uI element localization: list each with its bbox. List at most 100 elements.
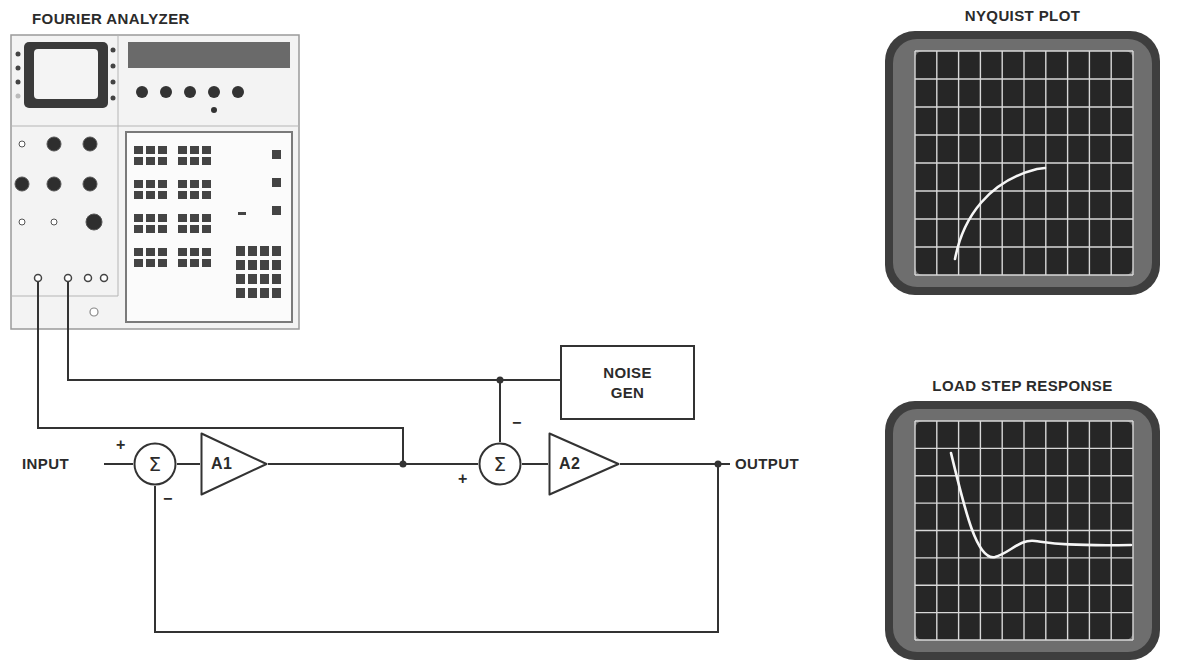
display-bar [128,42,290,68]
key-button [178,214,187,222]
signal-name: INPUT [22,455,69,472]
crt-frame [24,42,108,108]
key-button [158,214,167,222]
key-button [202,225,211,233]
box-label: NOISE GEN [593,363,663,402]
scope-bezel [893,409,1152,652]
sign-mark: − [512,414,522,432]
grid-line [915,448,1133,449]
panel-divider [11,296,118,297]
control-knob [51,219,57,225]
indicator-dot [16,80,21,85]
key-button [190,191,199,199]
key-button [146,191,155,199]
key-button [134,146,143,154]
key-button [178,180,187,188]
signal-wire [155,464,718,632]
input-jack [65,275,72,282]
analyzer-drawing [10,34,300,330]
grid-line [915,475,1133,476]
probe-lead [67,282,69,330]
input-jack [90,308,98,316]
grid-line [915,246,1133,247]
scope-screen: LOAD STEP RESPONSE [885,375,1160,660]
signal-name: OUTPUT [735,455,799,472]
control-knob [83,177,97,191]
key-button [146,146,155,154]
key-button [272,260,281,270]
probe-lead [37,282,39,330]
key-button [248,288,257,298]
key-button [134,248,143,256]
key-button [272,274,281,284]
key-button [190,259,199,267]
grid-line [915,502,1133,503]
control-knob [160,86,172,98]
key-button [260,288,269,298]
amplifier-triangle [550,434,619,495]
key-button [146,180,155,188]
signal-wire [522,463,548,465]
key-button [260,246,269,256]
signal-wire [177,463,200,465]
key-button [272,206,281,215]
indicator-dot [111,80,116,85]
gain-label: A2 [548,455,580,473]
grid-line [915,218,1133,219]
key-button [178,259,187,267]
sum-symbol: Σ [493,454,506,474]
grid-line [915,585,1133,586]
grid-line [915,134,1133,135]
key-button [236,260,245,270]
key-button [202,146,211,154]
key-button [236,274,245,284]
grid-line [915,639,1133,640]
panel-heading: NYQUIST PLOT [885,5,1160,27]
amplifier-triangle [548,432,620,496]
amplifier-triangle [200,432,268,496]
key-button [178,225,187,233]
amplifier-triangle [202,434,267,495]
key-button [272,246,281,256]
key-button [190,248,199,256]
indicator-dot [111,96,116,101]
control-knob [184,86,196,98]
key-button [260,260,269,270]
key-button [158,180,167,188]
key-button [158,157,167,165]
summing-junction: Σ [133,442,177,486]
keyboard-panel [126,132,292,322]
panel-heading: FOURIER ANALYZER [10,8,300,30]
grid-line [915,162,1133,163]
key-button [134,191,143,199]
key-button [202,191,211,199]
scope-bezel [885,401,1160,660]
key-button [238,212,246,215]
key-button [236,246,245,256]
control-knob [83,137,97,151]
sign-mark: − [163,490,173,508]
amplifier-symbol: A2 [548,432,620,496]
scope-drawing [885,31,1160,295]
input-jack [85,275,92,282]
panel-divider [11,126,299,127]
key-button [190,146,199,154]
key-button [134,214,143,222]
sum-circle [135,444,176,485]
key-button [190,157,199,165]
instrument-illustration: FOURIER ANALYZER [10,8,300,330]
key-button [158,225,167,233]
input-wire [104,463,133,465]
key-button [158,146,167,154]
grid-line [915,420,1133,421]
key-button [158,191,167,199]
key-button [202,157,211,165]
grid-line [915,78,1133,79]
amplifier-symbol: A1 [200,432,268,496]
key-button [178,191,187,199]
scope-bezel [885,31,1160,295]
key-button [158,259,167,267]
key-button [146,157,155,165]
indicator-dot [16,52,21,57]
